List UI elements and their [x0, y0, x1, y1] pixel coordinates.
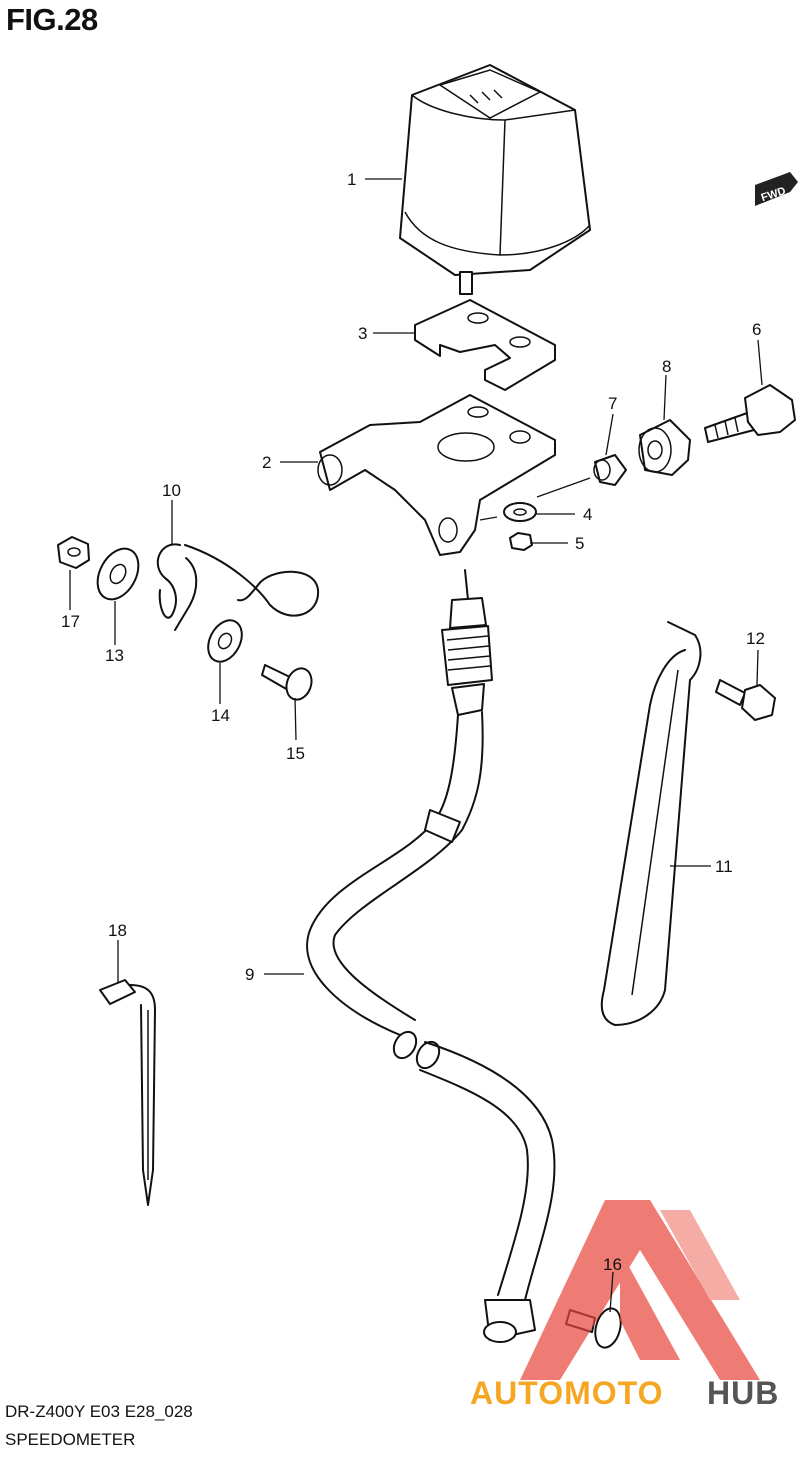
figure-title: FIG.28 — [6, 2, 98, 37]
callout-5: 5 — [575, 534, 584, 553]
model-code-label: DR-Z400Y E03 E28_028 — [5, 1402, 193, 1421]
watermark-text-automoto: AUTOMOTO — [470, 1375, 663, 1411]
part-7-collar — [593, 454, 627, 486]
part-11-strap — [600, 621, 702, 1026]
part-8-grommet — [638, 419, 691, 476]
watermark-text-hub: HUB — [707, 1375, 779, 1411]
callout-8: 8 — [662, 357, 671, 376]
section-name-label: SPEEDOMETER — [5, 1430, 136, 1449]
callout-2: 2 — [262, 453, 271, 472]
callout-1: 1 — [347, 170, 356, 189]
part-10-wire-clamp — [156, 543, 320, 631]
part-17-nut — [57, 536, 90, 569]
part-2-meter-bracket — [317, 394, 556, 556]
callout-6: 6 — [752, 320, 761, 339]
part-14-washer — [207, 619, 243, 663]
part-13-washer — [96, 547, 140, 601]
callout-3: 3 — [358, 324, 367, 343]
forward-direction-badge: FWD — [755, 172, 798, 206]
callout-4: 4 — [583, 505, 592, 524]
callout-17: 17 — [61, 612, 80, 631]
leader-lines — [69, 178, 763, 1313]
part-15-screw — [261, 664, 313, 701]
callout-15: 15 — [286, 744, 305, 763]
part-18-cable-tie — [99, 979, 156, 1206]
callout-10: 10 — [162, 481, 181, 500]
callout-9: 9 — [245, 965, 254, 984]
callout-16: 16 — [603, 1255, 622, 1274]
callout-14: 14 — [211, 706, 230, 725]
callout-13: 13 — [105, 646, 124, 665]
part-12-bolt — [715, 679, 776, 721]
callout-12: 12 — [746, 629, 765, 648]
part-5-nut — [509, 532, 533, 551]
part-9-speedometer-cable — [306, 569, 556, 1343]
watermark-triangle-logo — [520, 1200, 760, 1380]
part-6-bolt — [704, 384, 796, 443]
part-1-speedometer-assembly — [399, 64, 591, 295]
callout-11: 11 — [715, 857, 733, 876]
callout-7: 7 — [608, 394, 617, 413]
callout-numbers: 1 2 3 4 5 6 7 8 9 10 11 12 13 14 15 16 1… — [61, 170, 765, 1274]
part-4-washer — [503, 502, 537, 522]
callout-18: 18 — [108, 921, 127, 940]
part-3-cushion-plate — [414, 299, 556, 391]
